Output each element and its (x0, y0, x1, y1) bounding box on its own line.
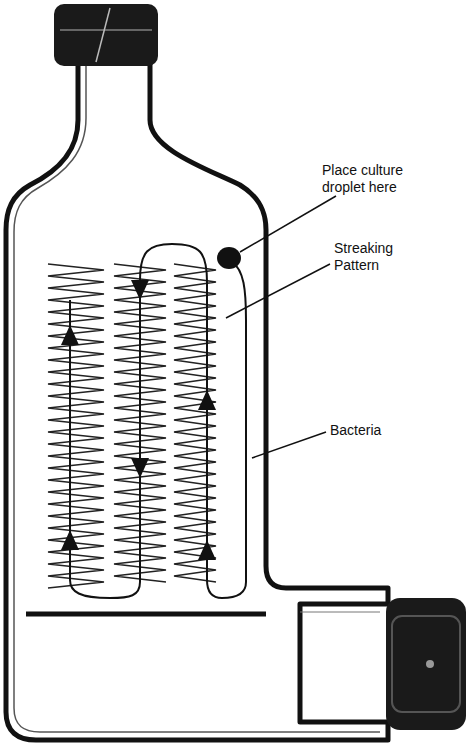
pattern-label: Streaking Pattern (334, 240, 424, 274)
culture-droplet (217, 247, 241, 269)
droplet-label: Place culture droplet here (322, 162, 440, 196)
leader-lines (226, 196, 336, 458)
streak-path (70, 244, 246, 598)
direction-arrows (61, 280, 216, 560)
side-cap (386, 598, 466, 730)
bacteria-label: Bacteria (330, 422, 430, 439)
top-cap (54, 4, 158, 66)
streaking-pattern (48, 264, 216, 588)
